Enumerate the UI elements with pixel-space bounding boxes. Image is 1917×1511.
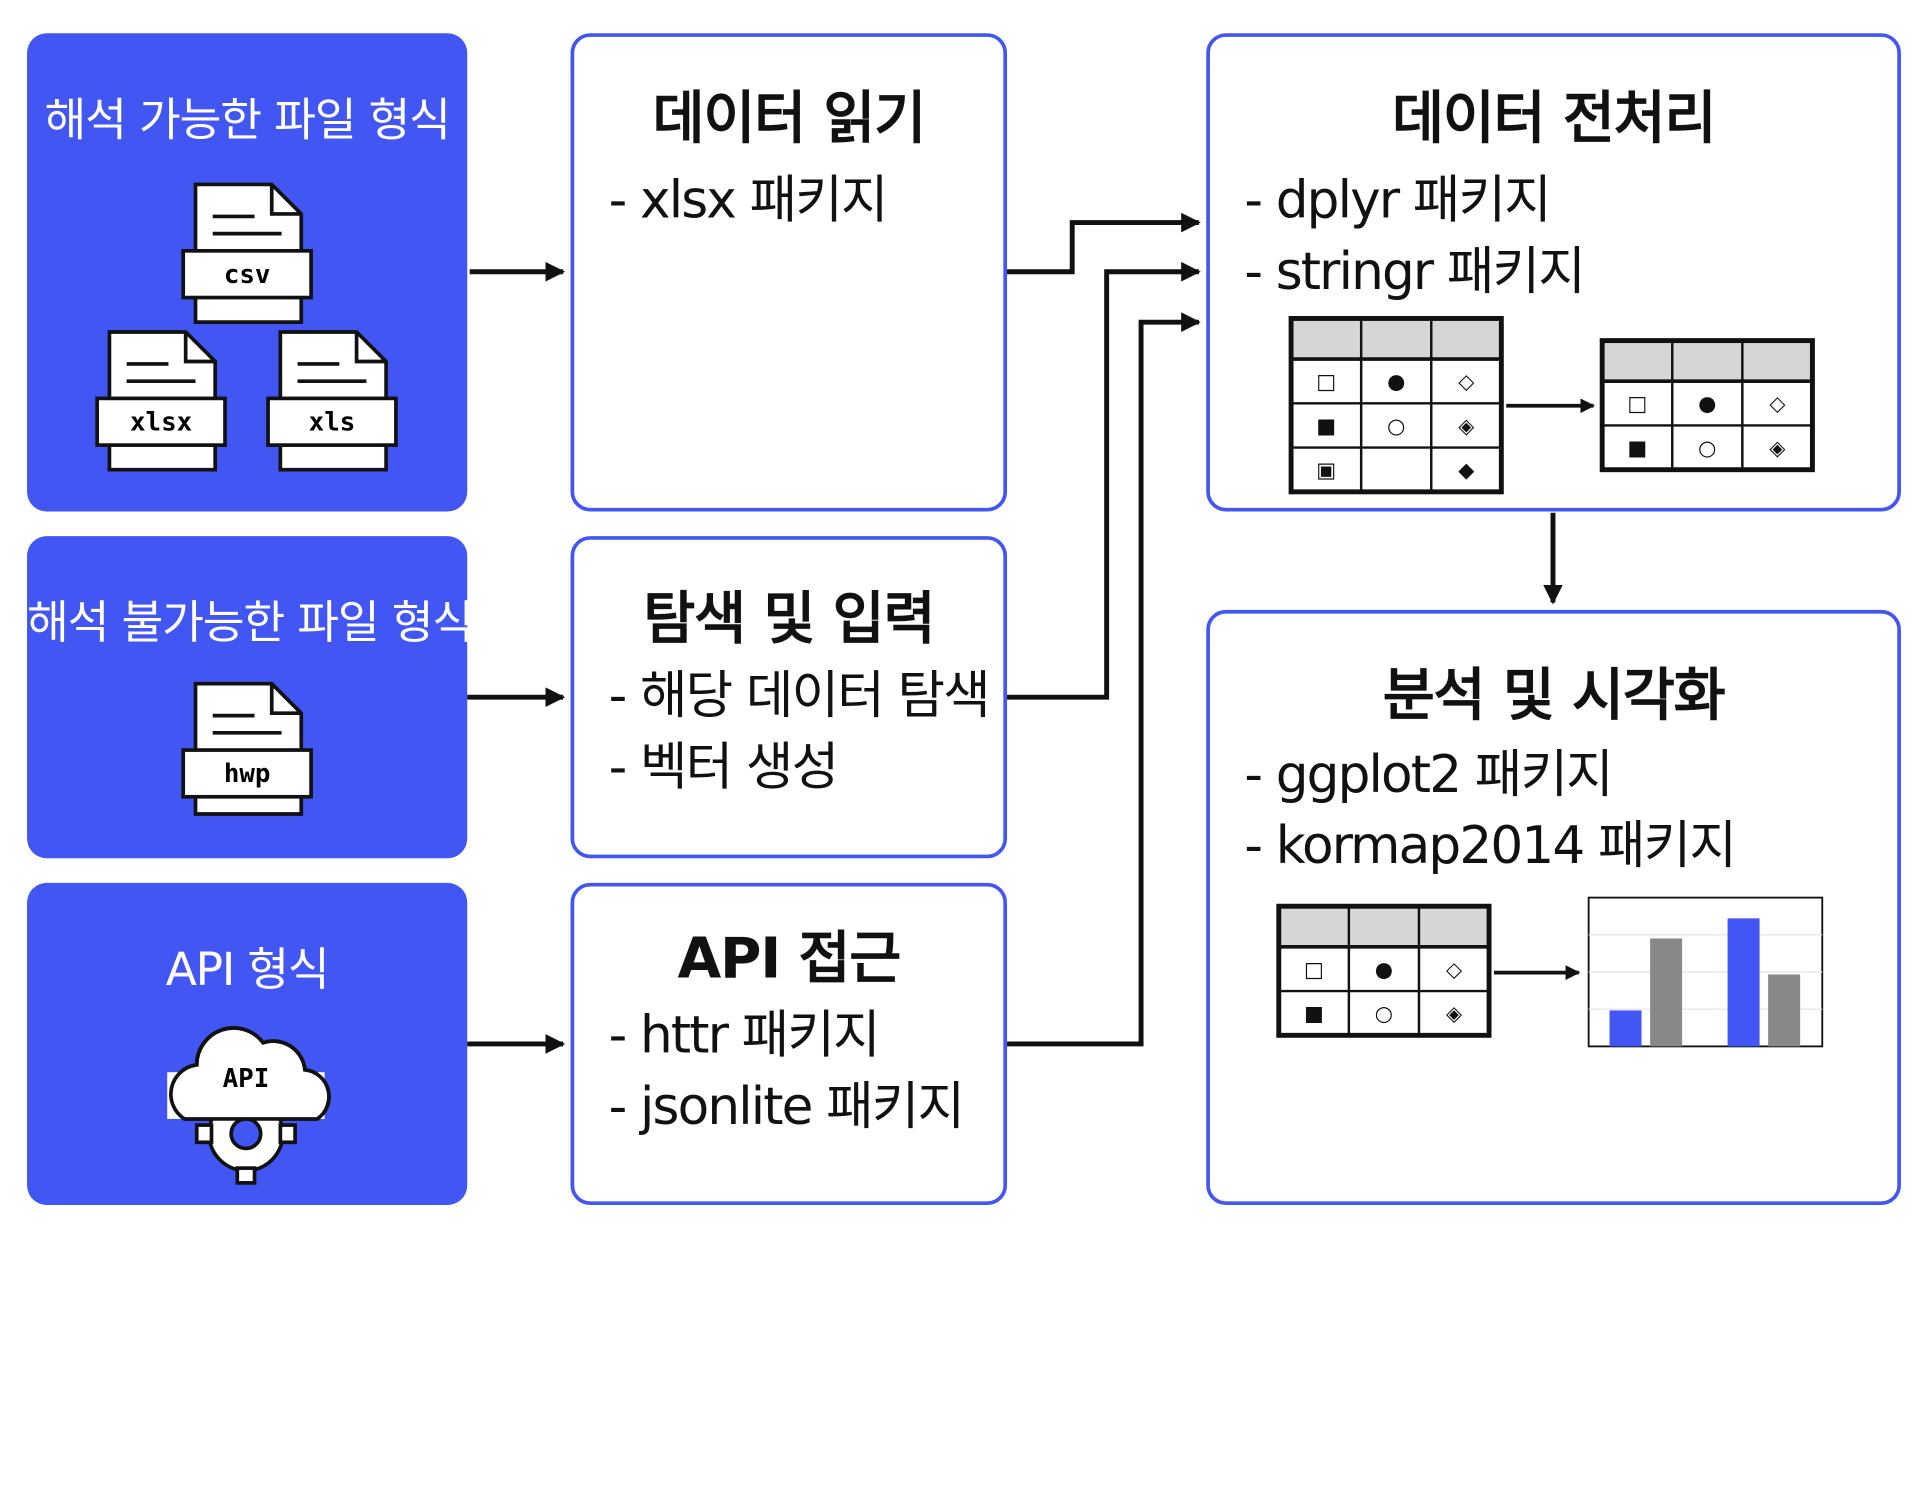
source-box-parsable: 해석 가능한 파일 형식 csv xlsx [27, 33, 468, 512]
file-icon-xls: xls [266, 330, 398, 472]
step-title: 분석 및 시각화 [1382, 661, 1726, 728]
file-icons: hwp [181, 681, 313, 816]
list-item: - 벡터 생성 [608, 736, 839, 797]
source-box-api: API 형식 API [27, 882, 468, 1206]
file-label-hwp: hwp [224, 759, 271, 789]
step-title: 데이터 전처리 [1391, 84, 1717, 152]
step-preprocess: 데이터 전처리 - dplyr 패키지 - stringr 패키지 [1206, 33, 1901, 512]
source-box-unparsable: 해석 불가능한 파일 형식 hwp [27, 536, 474, 859]
file-icons: csv xlsx xls [95, 182, 398, 472]
step-explore: 탐색 및 입력 - 해당 데이터 탐색 - 벡터 생성 [570, 536, 1008, 859]
step-api: API 접근 - httr 패키지 - jsonlite 패키지 [570, 882, 1008, 1206]
file-icon-csv: csv [181, 182, 313, 324]
file-label-xls: xls [309, 407, 356, 437]
step-items: - ggplot2 패키지 - kormap2014 패키지 [1244, 739, 1736, 882]
step-items: - 해당 데이터 탐색 - 벡터 생성 [608, 660, 991, 803]
step-title: API 접근 [677, 924, 901, 992]
file-icon-xlsx: xlsx [95, 330, 227, 472]
list-item: - xlsx 패키지 [608, 169, 889, 230]
step-analysis: 분석 및 시각화 - ggplot2 패키지 - kormap2014 패키지 [1206, 609, 1901, 1206]
step-items: - dplyr 패키지 - stringr 패키지 [1244, 165, 1585, 308]
list-item: - httr 패키지 [608, 1004, 881, 1065]
arrow-api-to-preprocess [1007, 312, 1201, 1047]
list-item: - stringr 패키지 [1244, 241, 1585, 302]
source-label: API 형식 [165, 943, 330, 996]
list-item: - jsonlite 패키지 [608, 1075, 965, 1137]
api-cloud-label: API [223, 1064, 270, 1094]
file-label-csv: csv [224, 260, 271, 290]
arrow-explore-to-preprocess [1007, 261, 1201, 700]
step-items: - xlsx 패키지 [608, 165, 889, 236]
step-title: 데이터 읽기 [652, 84, 927, 152]
step-title: 탐색 및 입력 [643, 585, 935, 652]
list-item: - dplyr 패키지 [1244, 169, 1551, 230]
step-read: 데이터 읽기 - xlsx 패키지 [570, 33, 1008, 512]
step-items: - httr 패키지 - jsonlite 패키지 [608, 1000, 965, 1143]
file-icon-hwp: hwp [181, 681, 313, 816]
api-cloud-icon: API [167, 1026, 331, 1185]
source-label: 해석 가능한 파일 형식 [44, 93, 451, 147]
file-label-xlsx: xlsx [130, 407, 192, 437]
source-label: 해석 불가능한 파일 형식 [27, 596, 474, 650]
list-item: - 해당 데이터 탐색 [608, 665, 991, 726]
list-item: - kormap2014 패키지 [1244, 815, 1736, 876]
list-item: - ggplot2 패키지 [1244, 743, 1613, 805]
arrow-read-to-preprocess [1007, 212, 1201, 275]
